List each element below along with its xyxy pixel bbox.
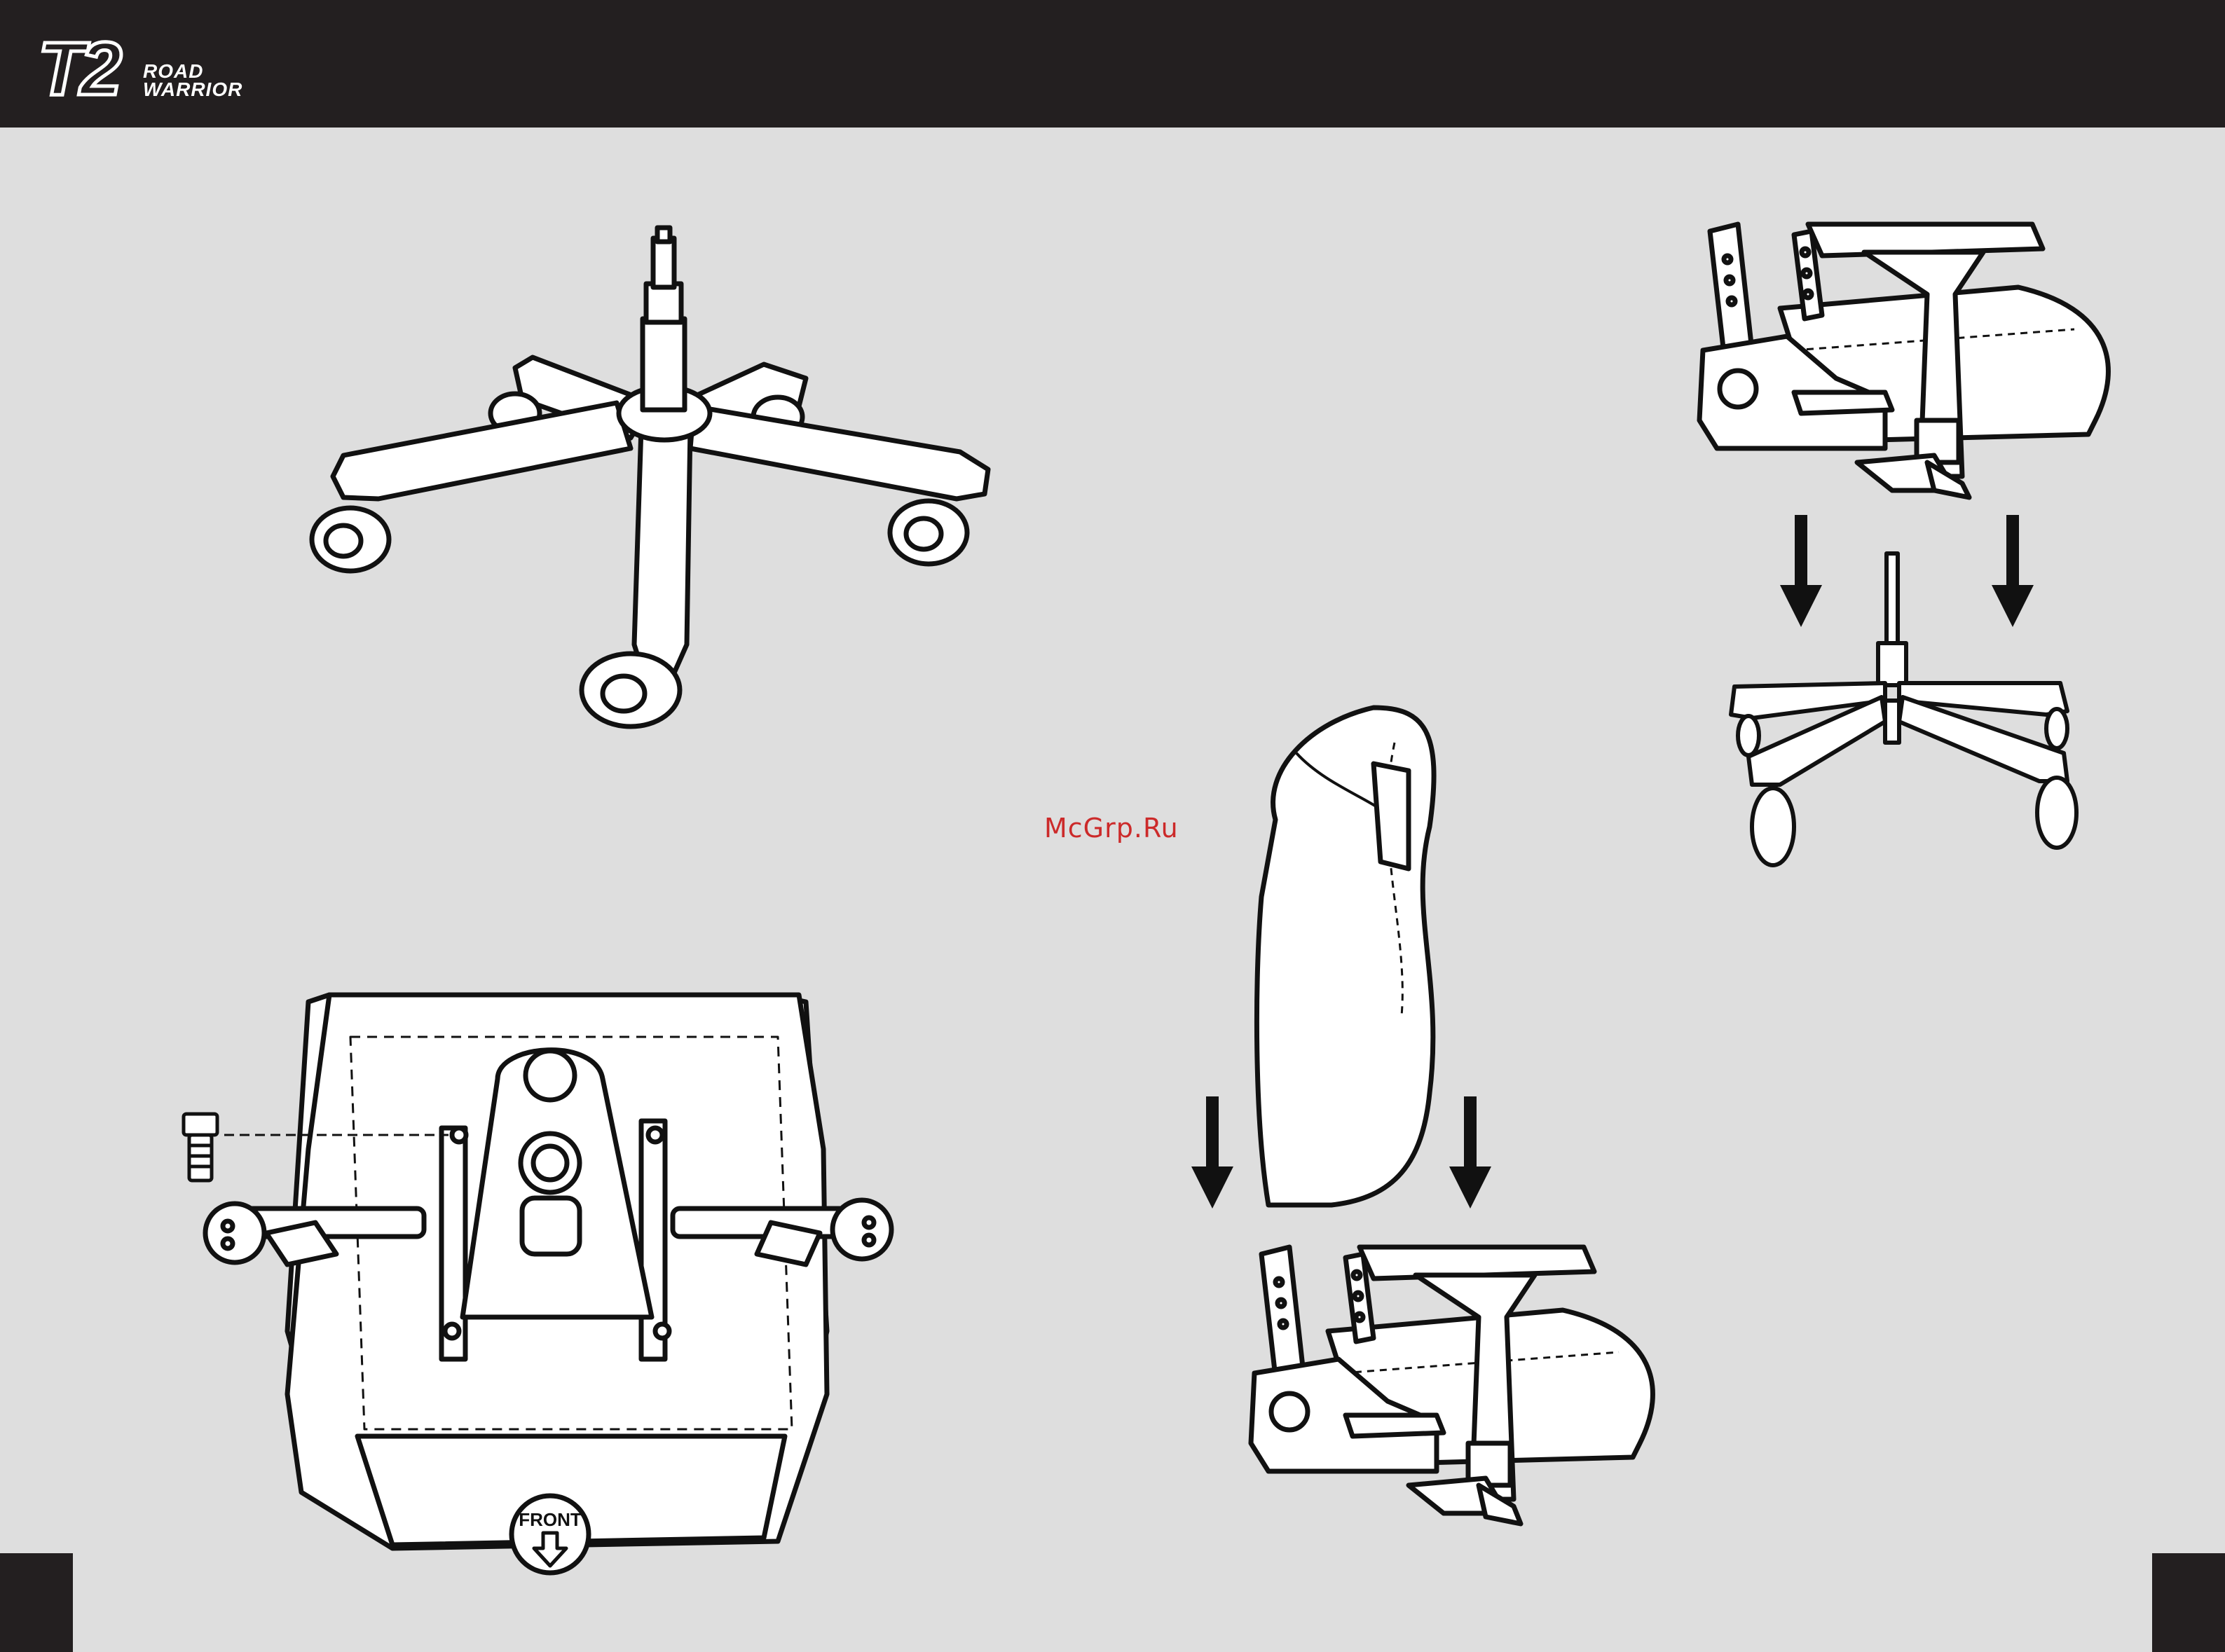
seat-underside-illustration <box>205 995 891 1548</box>
down-arrow-icon <box>1780 515 1822 627</box>
down-arrow-icon <box>1449 1096 1491 1209</box>
seat-mechanism-illustration-top <box>1699 224 2108 497</box>
front-badge: FRONT <box>512 1496 589 1573</box>
page-corner-right <box>2152 1553 2225 1652</box>
down-arrow-icon <box>1191 1096 1233 1209</box>
down-arrow-icon <box>1992 515 2034 627</box>
backrest-illustration <box>1257 708 1434 1205</box>
bolt-icon <box>184 1114 217 1181</box>
front-label: FRONT <box>519 1509 582 1530</box>
chair-base-illustration <box>312 228 988 727</box>
seat-mechanism-illustration-bottom <box>1251 1247 1652 1524</box>
page-corner-left <box>0 1553 73 1652</box>
watermark: McGrp.Ru <box>1044 813 1179 844</box>
